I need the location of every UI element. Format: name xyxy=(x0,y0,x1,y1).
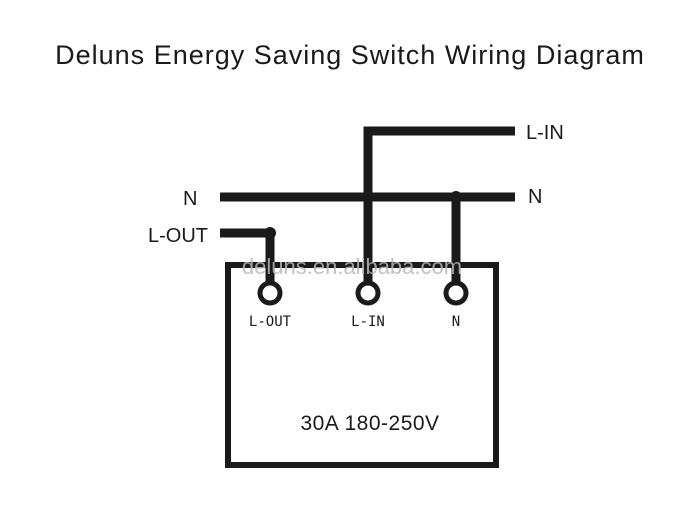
terminal-l-in-icon xyxy=(355,280,381,306)
label-n-right: N xyxy=(528,186,542,208)
terminal-l-out-icon xyxy=(257,280,283,306)
junction-n xyxy=(450,191,462,203)
label-n-left: N xyxy=(183,188,197,210)
label-l-in: L-IN xyxy=(526,122,564,144)
terminal-label-l-in: L-IN xyxy=(351,314,385,330)
label-l-out: L-OUT xyxy=(148,225,208,247)
wire-l-in xyxy=(363,126,515,282)
terminal-n-icon xyxy=(443,280,469,306)
terminal-label-l-out: L-OUT xyxy=(249,314,292,330)
terminal-label-n: N xyxy=(452,314,460,330)
watermark: deluns.en.alibaba.com xyxy=(242,254,462,279)
device-rating: 30A 180-250V xyxy=(300,412,439,435)
device-box xyxy=(225,262,499,468)
junction-l-out xyxy=(264,227,276,239)
diagram-title: Deluns Energy Saving Switch Wiring Diagr… xyxy=(55,40,645,70)
